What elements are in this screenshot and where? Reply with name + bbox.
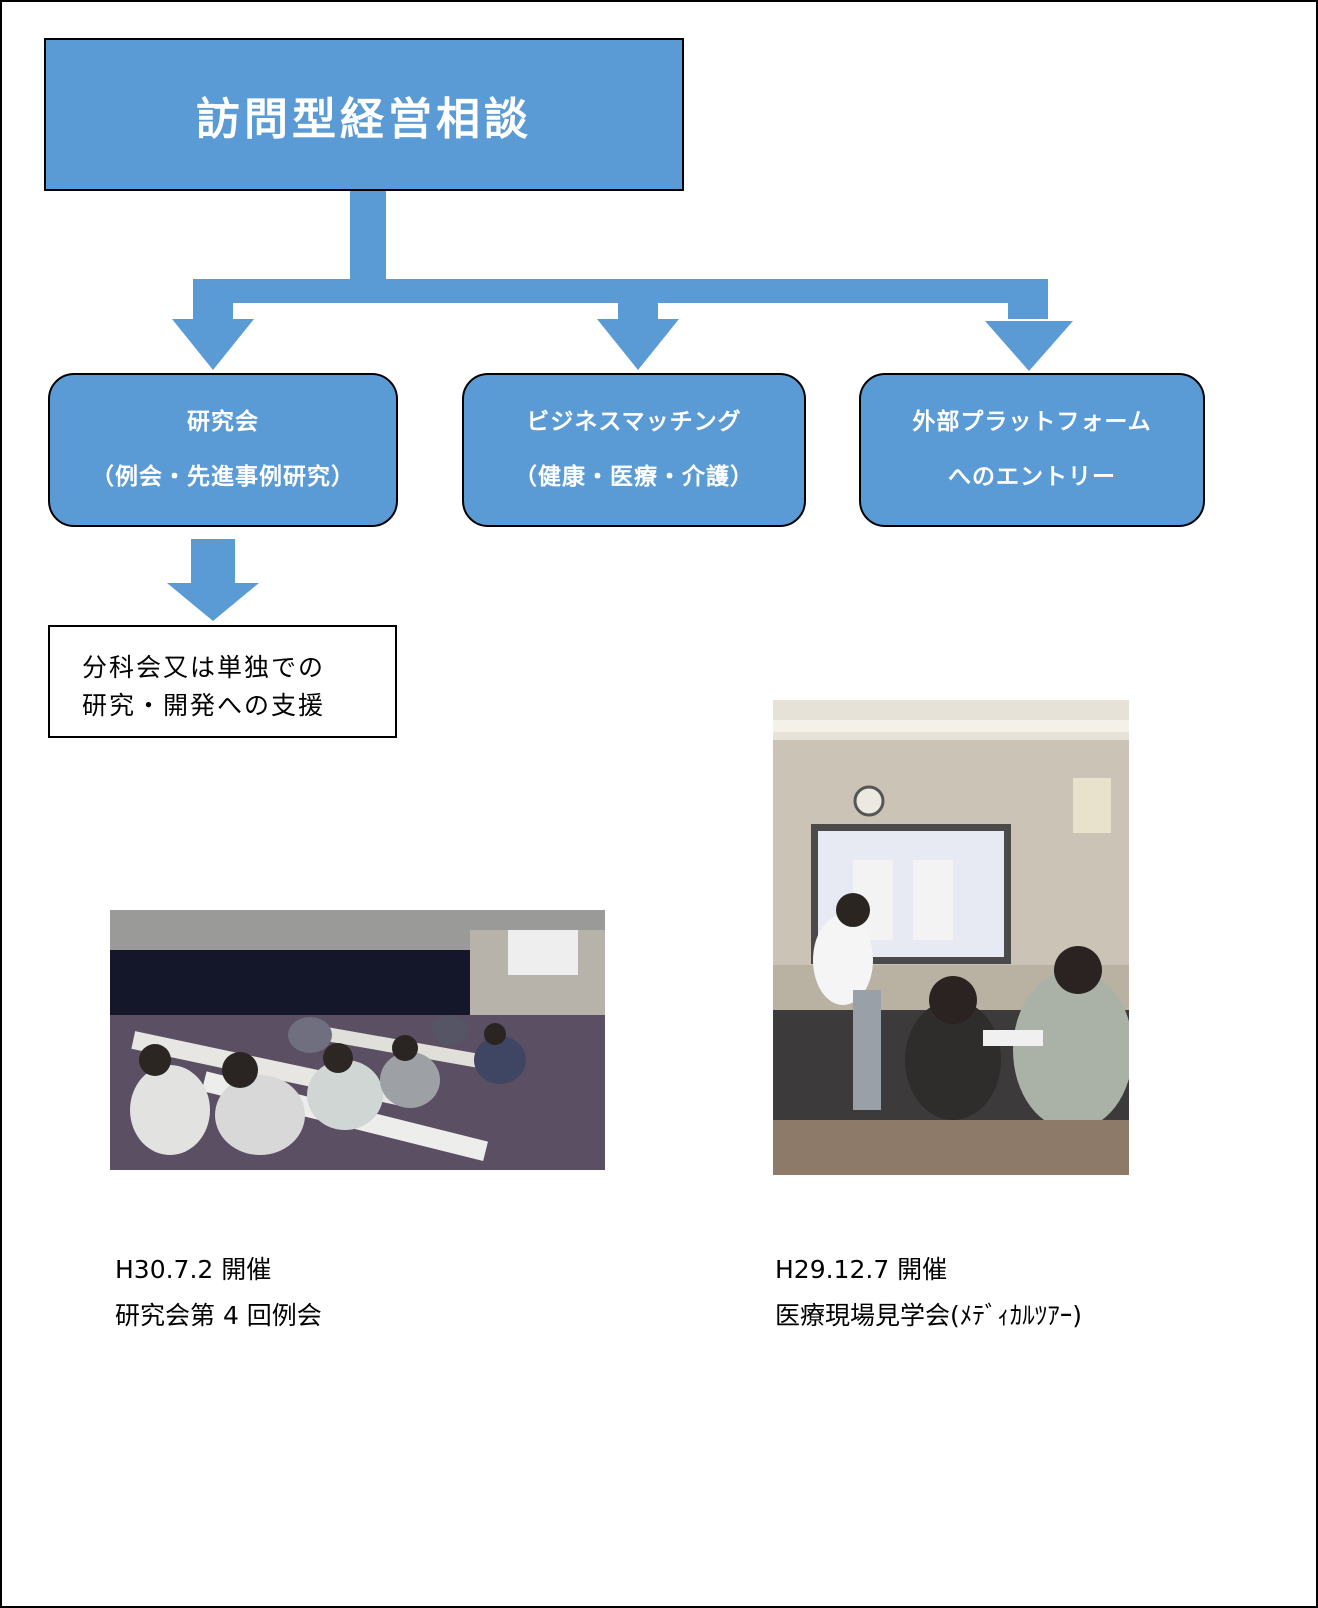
horizontal-connector — [193, 279, 1025, 303]
child-node-sublabel: （例会・先進事例研究） — [91, 464, 355, 490]
sub-node: 分科会又は単独での 研究・開発への支援 — [48, 625, 397, 738]
child-node-research: 研究会 （例会・先進事例研究） — [48, 373, 398, 527]
arrow-middle-head — [597, 319, 679, 370]
arrow-left-head — [172, 319, 254, 370]
child-node-sublabel: （健康・医療・介護） — [514, 464, 754, 490]
caption-date: H29.12.7 開催 — [775, 1255, 948, 1284]
caption-date: H30.7.2 開催 — [115, 1255, 272, 1284]
arrow-down-shaft — [191, 539, 235, 583]
photo-caption-2: H29.12.7 開催 医療現場見学会(ﾒﾃﾞｨｶﾙﾂｱｰ) — [775, 1247, 1082, 1339]
child-node-label: 外部プラットフォーム — [912, 409, 1152, 435]
meeting-photo-image — [110, 910, 605, 1170]
arrow-middle-shaft — [618, 279, 658, 319]
child-node-matching: ビジネスマッチング （健康・医療・介護） — [462, 373, 806, 527]
arrow-right-head — [985, 321, 1073, 371]
top-node-title: 訪問型経営相談 — [196, 93, 532, 145]
child-node-label: 研究会 — [187, 409, 259, 435]
sub-node-line2: 研究・開発への支援 — [82, 691, 326, 720]
stem-connector — [350, 191, 386, 279]
meeting-photo — [110, 910, 605, 1170]
arrow-down-head — [167, 583, 259, 621]
child-node-label: ビジネスマッチング — [526, 409, 742, 435]
sub-node-line1: 分科会又は単独での — [82, 653, 326, 682]
medical-tour-photo-image — [773, 700, 1129, 1175]
top-node: 訪問型経営相談 — [44, 38, 684, 191]
arrow-right-shaft — [1008, 279, 1048, 319]
photo-caption-1: H30.7.2 開催 研究会第 4 回例会 — [115, 1247, 322, 1339]
caption-title: 医療現場見学会(ﾒﾃﾞｨｶﾙﾂｱｰ) — [775, 1301, 1083, 1330]
child-node-sublabel: へのエントリー — [948, 464, 1116, 490]
caption-title: 研究会第 4 回例会 — [115, 1301, 322, 1330]
arrow-left-shaft — [193, 279, 233, 319]
child-node-platform: 外部プラットフォーム へのエントリー — [859, 373, 1205, 527]
medical-tour-photo — [773, 700, 1129, 1175]
